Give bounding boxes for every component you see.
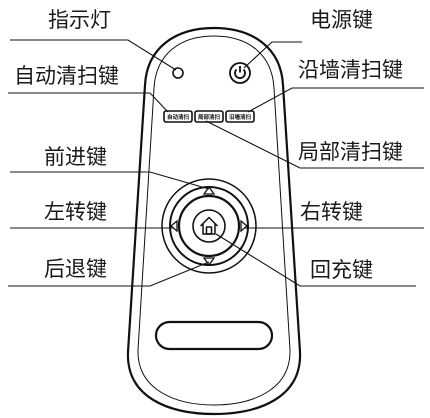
label-turn-left: 左转键 xyxy=(44,200,107,224)
label-return-charge: 回充键 xyxy=(310,258,373,282)
leader-wall-clean xyxy=(247,87,424,113)
label-turn-right: 右转键 xyxy=(300,200,363,224)
backward-arrow-icon xyxy=(202,257,216,267)
bottom-button[interactable] xyxy=(154,320,274,351)
leader-return-charge xyxy=(215,233,416,287)
wall-clean-button[interactable] xyxy=(225,110,255,123)
leader-backward xyxy=(8,261,210,287)
auto-clean-button-label: 自动清扫 xyxy=(167,113,190,121)
home-icon xyxy=(199,216,219,235)
forward-arrow-icon xyxy=(202,185,216,195)
label-auto-clean: 自动清扫键 xyxy=(14,64,119,88)
leader-power xyxy=(243,41,302,69)
right-arrow-icon xyxy=(240,219,249,233)
leader-forward xyxy=(10,171,210,190)
label-indicator: 指示灯 xyxy=(48,8,111,32)
label-wall-clean: 沿墙清扫键 xyxy=(298,58,403,82)
leader-indicator xyxy=(10,39,177,71)
indicator-light xyxy=(172,67,184,79)
power-icon xyxy=(234,66,246,79)
wall-clean-button-label: 沿墙清扫 xyxy=(229,113,252,121)
power-button[interactable] xyxy=(229,62,251,84)
leader-local-clean xyxy=(205,120,424,169)
label-forward: 前进键 xyxy=(44,145,107,169)
leader-lines xyxy=(8,39,424,287)
label-backward: 后退键 xyxy=(44,257,107,281)
label-local-clean: 局部清扫键 xyxy=(298,140,403,164)
leader-auto-clean xyxy=(8,92,169,113)
auto-clean-button[interactable] xyxy=(163,110,193,123)
remote-body-inner-edge xyxy=(137,35,291,406)
local-clean-button-label: 局部清扫 xyxy=(197,113,221,121)
label-power: 电源键 xyxy=(310,8,373,32)
